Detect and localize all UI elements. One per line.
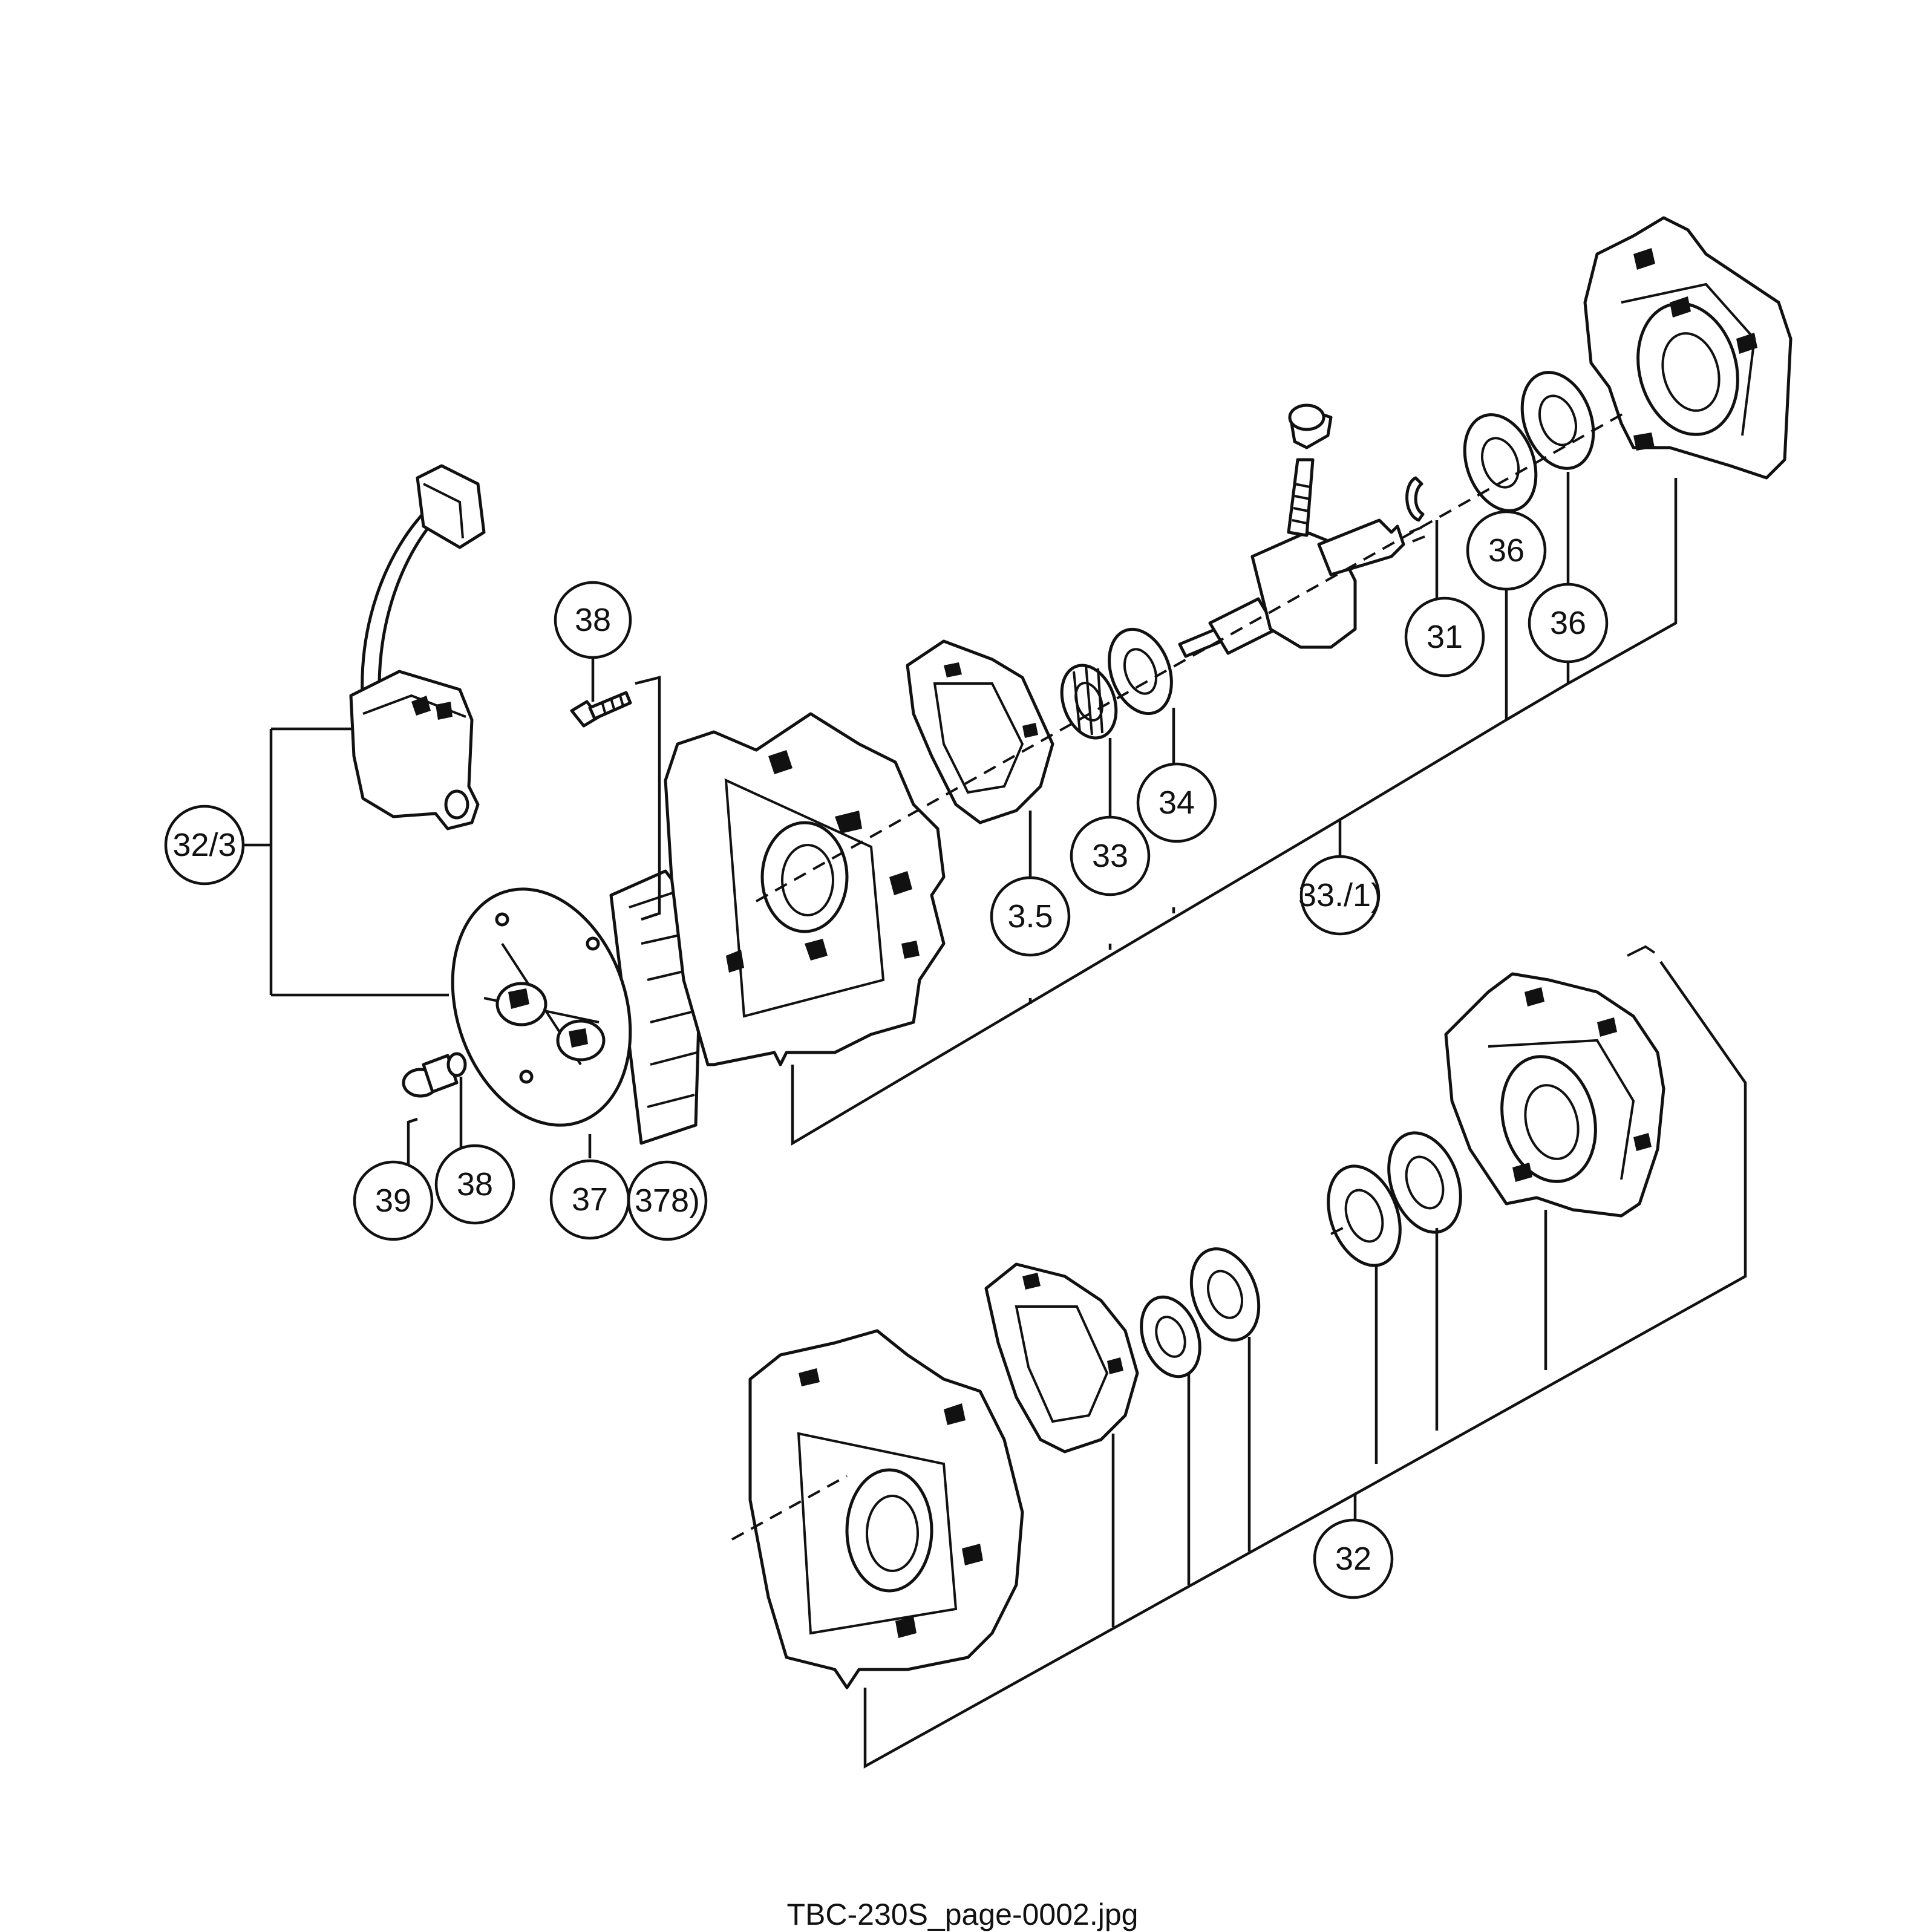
callout-39: 39 <box>353 1160 434 1241</box>
crankshaft <box>1178 403 1425 658</box>
ball-bearing-lower-c <box>1387 1131 1462 1234</box>
ball-bearing-34 <box>1108 627 1173 716</box>
callout-label: 34 <box>1159 785 1195 821</box>
circlip <box>1405 476 1425 522</box>
callout-label: 378) <box>635 1183 700 1219</box>
ignition-coil <box>349 464 486 831</box>
callout-31: 31 <box>1404 596 1485 677</box>
callout-label: 33./1) <box>1298 877 1382 913</box>
crankcase-half-lower <box>748 1329 1024 1689</box>
callout-33-1: 33./1) <box>1298 855 1382 936</box>
gasket-lower <box>984 1262 1139 1454</box>
callout-33: 33 <box>1070 815 1151 896</box>
callout-label: 36 <box>1488 532 1525 569</box>
callout-36-b: 36 <box>1528 583 1609 664</box>
crankcase-bolt <box>570 691 632 728</box>
callout-38-top: 38 <box>554 581 632 659</box>
callout-label: 32/3 <box>172 827 236 863</box>
crankcase-half-lower-right <box>1444 972 1665 1218</box>
image-filename-caption: TBC-230S_page-0002.jpg <box>786 1898 1139 1931</box>
flywheel <box>451 869 704 1145</box>
callout-label: 33 <box>1092 838 1128 874</box>
callout-32: 32 <box>1313 1518 1394 1599</box>
callout-label: 32 <box>1335 1541 1371 1577</box>
callout-label: 39 <box>375 1183 411 1219</box>
callout-label: 37 <box>572 1181 608 1218</box>
flywheel-nut <box>402 1052 467 1098</box>
callout-37: 37 <box>549 1159 630 1240</box>
callout-label: 31 <box>1427 619 1463 655</box>
callout-378: 378) <box>627 1160 708 1241</box>
callout-label: 36 <box>1550 605 1586 641</box>
needle-bearing-lower <box>1140 1295 1201 1379</box>
dowel-pin <box>1627 945 1656 957</box>
ball-bearing-lower-a <box>1189 1247 1261 1342</box>
callout-label: 3.5 <box>1007 898 1053 935</box>
needle-bearing <box>1060 664 1118 740</box>
callout-32-3: 32/3 <box>164 804 245 886</box>
ball-bearing-36b <box>1520 371 1595 470</box>
crankcase-half-upper-right <box>1583 216 1793 480</box>
ball-bearing-lower-b <box>1327 1164 1402 1267</box>
gasket-upper <box>906 639 1054 824</box>
crankcase-half-upper <box>664 712 946 1066</box>
callout-38-bottom: 38 <box>434 1144 515 1225</box>
callout-label: 38 <box>575 602 611 638</box>
callout-36-a: 36 <box>1466 510 1547 591</box>
callout-3-5: 3.5 <box>990 876 1071 957</box>
callout-34: 34 <box>1136 762 1217 843</box>
callout-label: 38 <box>457 1166 493 1203</box>
ball-bearing-36a <box>1463 413 1538 512</box>
